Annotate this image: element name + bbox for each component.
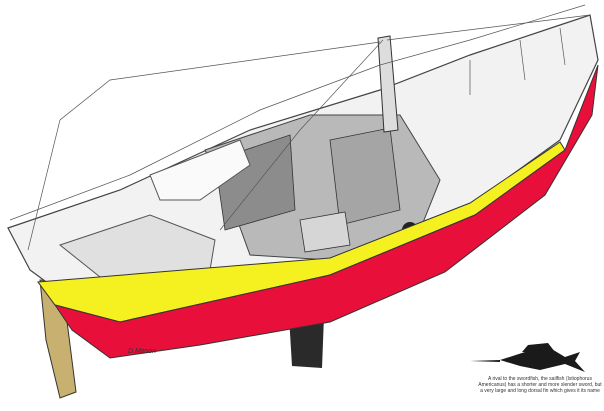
sailfish-caption: A rival to the swordfish, the sailfish (… xyxy=(478,376,602,394)
seat xyxy=(299,211,351,253)
hull-band xyxy=(53,64,599,359)
mast xyxy=(377,35,399,133)
artist-signature: D.Mason xyxy=(128,348,157,355)
sailfish-icon xyxy=(470,343,585,372)
lifelines xyxy=(9,4,591,251)
cabin-top xyxy=(149,139,251,201)
bulkhead xyxy=(329,127,401,226)
